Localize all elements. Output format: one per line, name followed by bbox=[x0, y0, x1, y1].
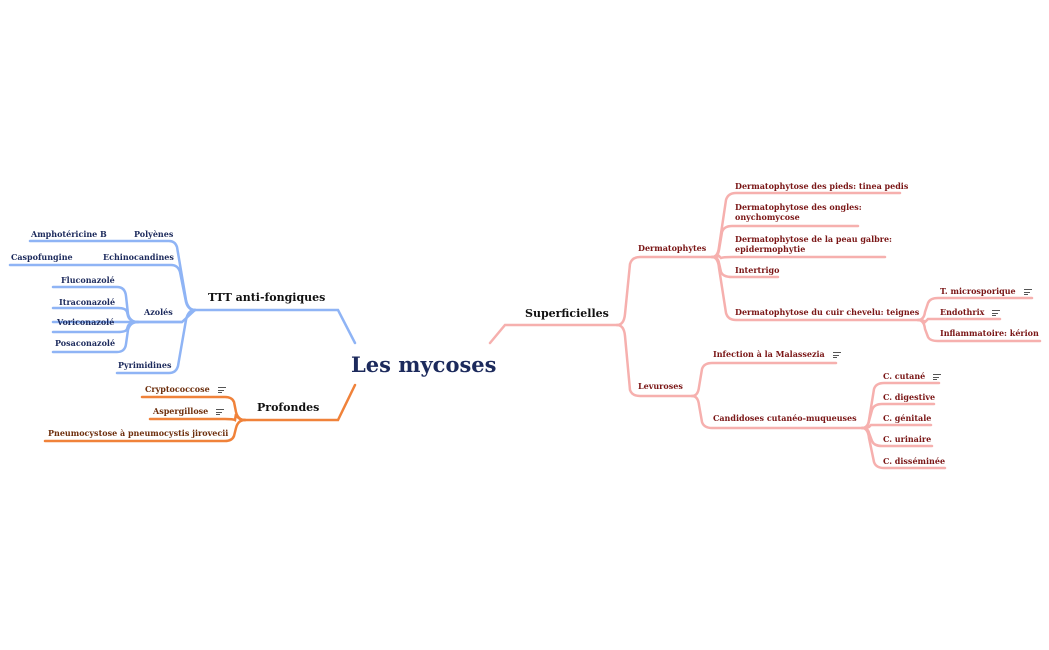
intertrigo-topic[interactable]: Intertrigo bbox=[735, 265, 780, 275]
pneumocystose-topic[interactable]: Pneumocystose à pneumocystis jirovecii bbox=[48, 428, 229, 438]
dermatophytes-topic[interactable]: Dermatophytes bbox=[638, 243, 707, 253]
echinocandines-topic[interactable]: Echinocandines bbox=[103, 252, 174, 262]
central-topic[interactable]: Les mycoses bbox=[351, 352, 497, 377]
superficielles-branch-lines bbox=[488, 191, 1042, 470]
malassezia-topic[interactable]: Infection à la Malassezia bbox=[713, 349, 841, 360]
posaconazole-topic[interactable]: Posaconazolé bbox=[55, 338, 116, 348]
note-icon[interactable] bbox=[992, 309, 1001, 318]
microsporique-label: T. microsporique bbox=[940, 286, 1016, 296]
amphotericine-b-topic[interactable]: Amphotéricine B bbox=[31, 229, 107, 239]
aspergillose-label: Aspergillose bbox=[153, 406, 209, 416]
kerion-topic[interactable]: Inflammatoire: kérion bbox=[940, 328, 1039, 338]
profondes-topic[interactable]: Profondes bbox=[257, 401, 320, 414]
c-cutane-topic[interactable]: C. cutané bbox=[883, 371, 942, 382]
note-icon[interactable] bbox=[933, 373, 942, 382]
teignes-topic[interactable]: Dermatophytose du cuir chevelu: teignes bbox=[735, 307, 920, 317]
polyenes-topic[interactable]: Polyènes bbox=[134, 229, 174, 239]
c-genitale-topic[interactable]: C. génitale bbox=[883, 413, 932, 423]
onychomycose-topic[interactable]: Dermatophytose des ongles: onychomycose bbox=[735, 202, 862, 222]
c-cutane-label: C. cutané bbox=[883, 371, 926, 381]
endothrix-label: Endothrix bbox=[940, 307, 985, 317]
ttt-branch-lines bbox=[8, 239, 357, 375]
voriconazole-topic[interactable]: Voriconazolé bbox=[57, 317, 115, 327]
levuroses-topic[interactable]: Levuroses bbox=[638, 381, 683, 391]
note-icon[interactable] bbox=[216, 408, 225, 417]
cryptococcose-topic[interactable]: Cryptococcose bbox=[145, 384, 226, 395]
c-digestive-topic[interactable]: C. digestive bbox=[883, 392, 936, 402]
malassezia-label: Infection à la Malassezia bbox=[713, 349, 825, 359]
pyrimidines-topic[interactable]: Pyrimidines bbox=[118, 360, 172, 370]
fluconazole-topic[interactable]: Fluconazolé bbox=[61, 275, 115, 285]
note-icon[interactable] bbox=[217, 386, 226, 395]
epidermophytie-topic[interactable]: Dermatophytose de la peau galbre: epider… bbox=[735, 234, 893, 254]
superficielles-topic[interactable]: Superficielles bbox=[525, 307, 609, 320]
candidoses-topic[interactable]: Candidoses cutanéo-muqueuses bbox=[713, 413, 857, 423]
c-disseminee-topic[interactable]: C. disséminée bbox=[883, 456, 946, 466]
cryptococcose-label: Cryptococcose bbox=[145, 384, 210, 394]
c-urinaire-topic[interactable]: C. urinaire bbox=[883, 434, 932, 444]
itraconazole-topic[interactable]: Itraconazolé bbox=[59, 297, 116, 307]
ttt-anti-fongiques-topic[interactable]: TTT anti-fongiques bbox=[208, 291, 326, 304]
note-icon[interactable] bbox=[1023, 288, 1032, 297]
profondes-branch-lines bbox=[43, 383, 357, 443]
endothrix-topic[interactable]: Endothrix bbox=[940, 307, 1001, 318]
microsporique-topic[interactable]: T. microsporique bbox=[940, 286, 1032, 297]
caspofungine-topic[interactable]: Caspofungine bbox=[11, 252, 73, 262]
note-icon[interactable] bbox=[832, 351, 841, 360]
tinea-pedis-topic[interactable]: Dermatophytose des pieds: tinea pedis bbox=[735, 181, 909, 191]
azoles-topic[interactable]: Azolés bbox=[144, 307, 173, 317]
aspergillose-topic[interactable]: Aspergillose bbox=[153, 406, 225, 417]
